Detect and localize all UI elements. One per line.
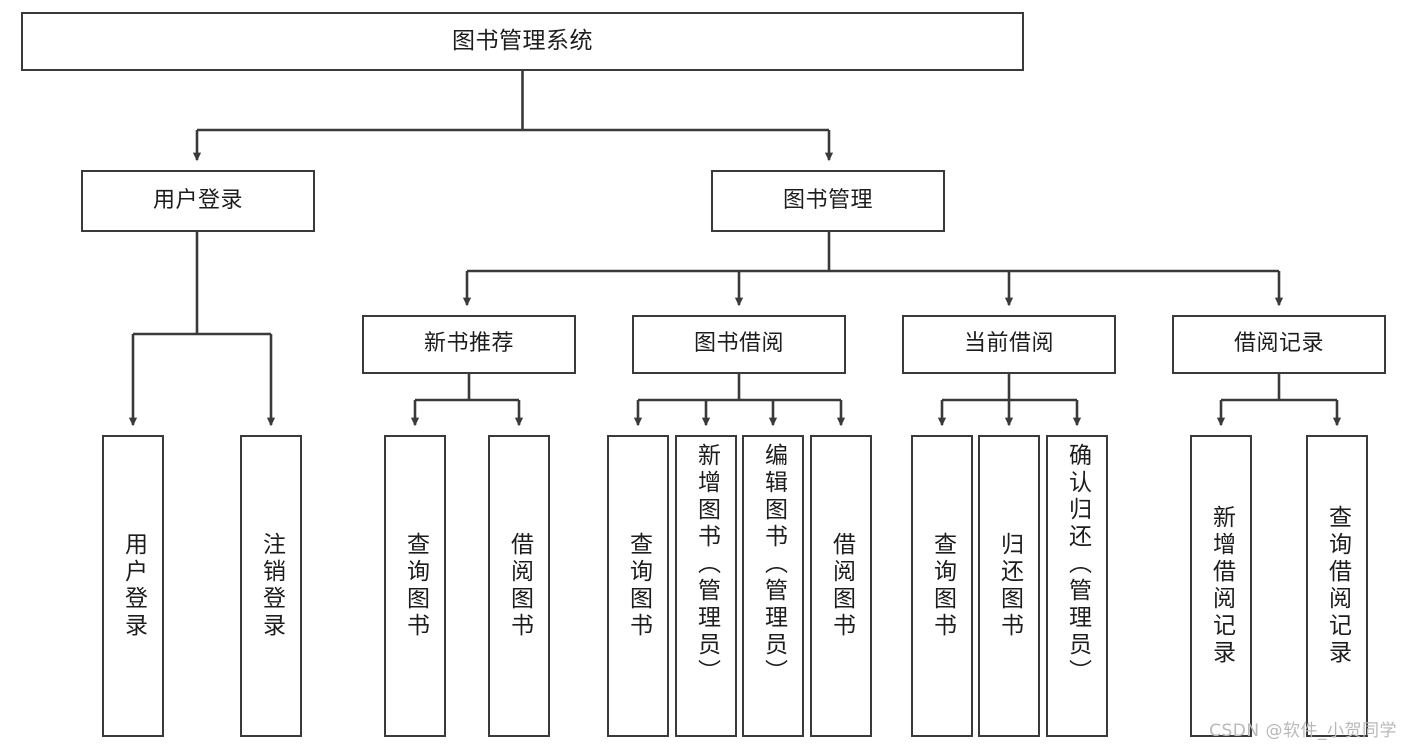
- node-root-system-label: 图书管理系统: [452, 27, 593, 54]
- node-leaf-borrow-book-recommend[interactable]: 借阅图书: [488, 435, 550, 737]
- node-leaf-edit-book-admin-label: 编辑图书（管理员）: [760, 443, 787, 686]
- node-book-manage-label: 图书管理: [782, 187, 873, 213]
- node-leaf-borrow-book-borrow[interactable]: 借阅图书: [810, 435, 872, 737]
- node-leaf-query-book-borrow-label: 查询图书: [625, 532, 652, 640]
- node-leaf-query-borrow-record[interactable]: 查询借阅记录: [1306, 435, 1368, 737]
- node-leaf-logout-login[interactable]: 注销登录: [240, 435, 302, 737]
- vert-text-wrap: 归还图书: [980, 437, 1038, 735]
- vert-text-wrap: 编辑图书（管理员）: [744, 437, 802, 735]
- node-book-manage[interactable]: 图书管理: [711, 170, 945, 232]
- node-current-borrow-label: 当前借阅: [963, 331, 1054, 357]
- node-leaf-borrow-book-borrow-label: 借阅图书: [828, 532, 855, 640]
- node-leaf-confirm-return-admin[interactable]: 确认归还（管理员）: [1046, 435, 1108, 737]
- node-borrow-record-label: 借阅记录: [1233, 331, 1324, 357]
- node-root-system[interactable]: 图书管理系统: [21, 12, 1024, 71]
- vert-text-wrap: 注销登录: [242, 437, 300, 735]
- vert-text-wrap: 新增借阅记录: [1192, 437, 1250, 735]
- node-leaf-add-borrow-record-label: 新增借阅记录: [1208, 505, 1235, 667]
- node-new-book-recommend[interactable]: 新书推荐: [362, 315, 576, 374]
- node-leaf-return-book-label: 归还图书: [996, 532, 1023, 640]
- node-current-borrow[interactable]: 当前借阅: [902, 315, 1116, 374]
- vert-text-wrap: 用户登录: [104, 437, 162, 735]
- node-leaf-query-book-recommend-label: 查询图书: [402, 532, 429, 640]
- node-leaf-user-login[interactable]: 用户登录: [102, 435, 164, 737]
- node-leaf-add-borrow-record[interactable]: 新增借阅记录: [1190, 435, 1252, 737]
- node-book-borrow-label: 图书借阅: [693, 331, 784, 357]
- vert-text-wrap: 查询图书: [609, 437, 667, 735]
- node-leaf-query-borrow-record-label: 查询借阅记录: [1324, 505, 1351, 667]
- node-leaf-query-book-current[interactable]: 查询图书: [911, 435, 973, 737]
- vert-text-wrap: 新增图书（管理员）: [677, 437, 735, 735]
- vert-text-wrap: 确认归还（管理员）: [1048, 437, 1106, 735]
- node-leaf-add-book-admin-label: 新增图书（管理员）: [693, 443, 720, 686]
- node-leaf-confirm-return-admin-label: 确认归还（管理员）: [1064, 443, 1091, 686]
- node-borrow-record[interactable]: 借阅记录: [1172, 315, 1386, 374]
- node-new-book-recommend-label: 新书推荐: [423, 331, 514, 357]
- vert-text-wrap: 借阅图书: [490, 437, 548, 735]
- vert-text-wrap: 查询借阅记录: [1308, 437, 1366, 735]
- node-leaf-borrow-book-recommend-label: 借阅图书: [506, 532, 533, 640]
- node-leaf-return-book[interactable]: 归还图书: [978, 435, 1040, 737]
- node-leaf-query-book-borrow[interactable]: 查询图书: [607, 435, 669, 737]
- csdn-watermark: CSDN @软件_小贺同学: [1209, 721, 1397, 741]
- node-user-login[interactable]: 用户登录: [81, 170, 315, 232]
- vert-text-wrap: 查询图书: [386, 437, 444, 735]
- node-book-borrow[interactable]: 图书借阅: [632, 315, 846, 374]
- node-user-login-label: 用户登录: [152, 187, 243, 213]
- node-leaf-edit-book-admin[interactable]: 编辑图书（管理员）: [742, 435, 804, 737]
- node-leaf-query-book-current-label: 查询图书: [929, 532, 956, 640]
- node-leaf-query-book-recommend[interactable]: 查询图书: [384, 435, 446, 737]
- vert-text-wrap: 查询图书: [913, 437, 971, 735]
- node-leaf-add-book-admin[interactable]: 新增图书（管理员）: [675, 435, 737, 737]
- node-leaf-user-login-label: 用户登录: [120, 532, 147, 640]
- vert-text-wrap: 借阅图书: [812, 437, 870, 735]
- node-leaf-logout-login-label: 注销登录: [258, 532, 285, 640]
